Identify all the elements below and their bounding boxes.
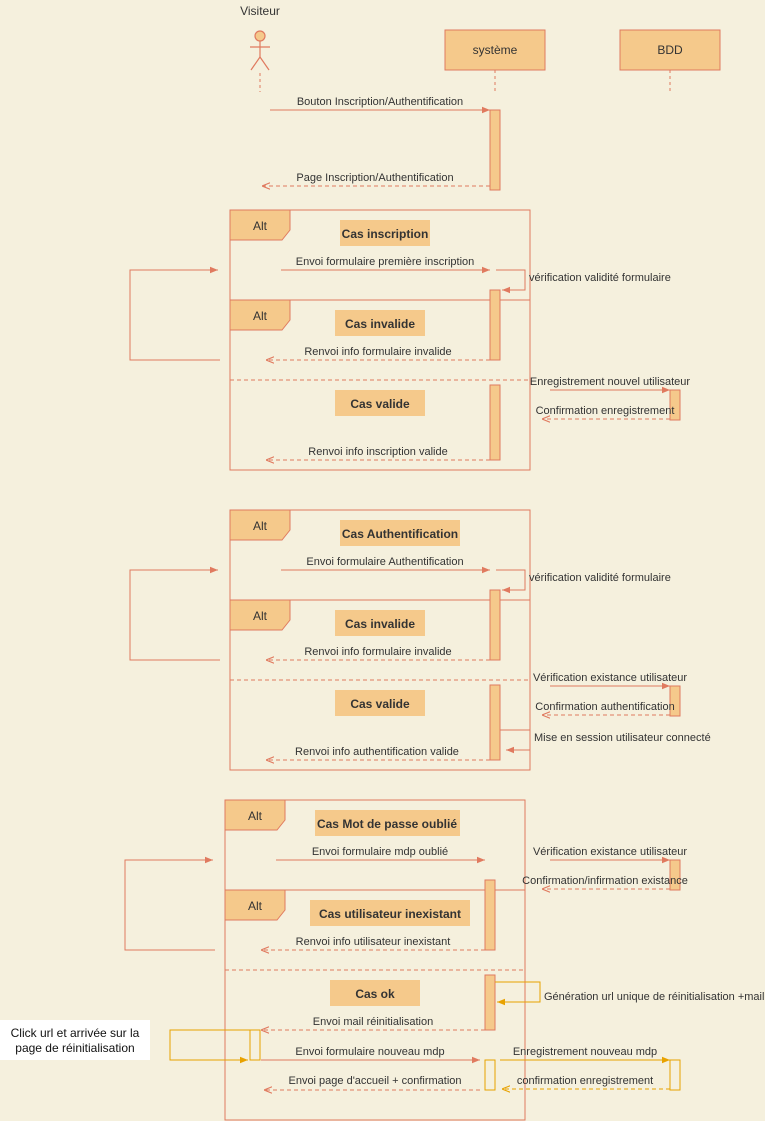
case-title-box: [335, 610, 425, 636]
message-label: Envoi formulaire première inscription: [296, 256, 475, 268]
case-title-box: [335, 390, 425, 416]
self-message-label: vérification validité formulaire: [529, 572, 671, 584]
case-title-box: [335, 310, 425, 336]
section-title-box: [340, 220, 430, 246]
participant-bdd: BDD: [619, 29, 721, 92]
reply-label: Envoi mail réinitialisation: [313, 1016, 433, 1028]
case-title-box: [335, 690, 425, 716]
case-title: Cas valide: [350, 697, 410, 711]
activation-bar: [489, 289, 501, 361]
message-label: Bouton Inscription/Authentification: [297, 96, 463, 108]
message-label: Envoi formulaire mdp oublié: [312, 846, 448, 858]
case-title: Cas invalide: [345, 617, 415, 631]
section-title: Cas Mot de passe oublié: [317, 817, 457, 831]
section-title-box: [340, 520, 460, 546]
activation-bar: [669, 859, 681, 891]
self-message-arrow: [495, 981, 541, 1006]
self-message-arrow: [169, 1029, 250, 1064]
alt-frame-mdp: Alt Cas Mot de passe oublié Envoi formul…: [124, 799, 764, 1121]
self-message-arrow: [496, 269, 526, 294]
case-title: Cas invalide: [345, 317, 415, 331]
message-label: Enregistrement nouvel utilisateur: [530, 376, 691, 388]
self-message-label: Génération url unique de réinitialisatio…: [544, 991, 764, 1003]
case-title: Cas utilisateur inexistant: [319, 907, 461, 921]
alt-label: Alt: [248, 809, 263, 823]
message-label: Envoi formulaire Authentification: [306, 556, 463, 568]
activation-bar: [489, 109, 501, 191]
alt-frame-inscription: Alt Cas inscription Envoi formulaire pre…: [129, 209, 691, 471]
systeme-box: [444, 29, 546, 71]
self-message-arrow: [496, 569, 526, 594]
loop-arrow: [129, 566, 220, 661]
reply-label: Envoi page d'accueil + confirmation: [288, 1075, 461, 1087]
activation-bar: [489, 589, 501, 661]
message-label: Vérification existance utilisateur: [533, 846, 687, 858]
activation-bar: [484, 974, 496, 1031]
reply-label: Renvoi info formulaire invalide: [304, 346, 451, 358]
loop-arrow: [129, 266, 220, 361]
activation-bar: [484, 1059, 496, 1091]
section-title: Cas inscription: [342, 227, 429, 241]
visiteur-label: Visiteur: [240, 4, 280, 18]
alt-frame-authentification: Alt Cas Authentification Envoi formulair…: [129, 509, 711, 771]
section-title: Cas Authentification: [342, 527, 458, 541]
systeme-label: système: [473, 43, 518, 57]
case-title: Cas valide: [350, 397, 410, 411]
case-title-box: [330, 980, 420, 1006]
note-line-2: page de réinitialisation: [15, 1041, 134, 1055]
participant-visiteur: Visiteur: [240, 4, 280, 92]
activation-bar: [249, 1029, 261, 1061]
activation-bar: [669, 389, 681, 421]
loop-arrow: [124, 856, 215, 951]
note-box: [0, 1020, 150, 1060]
self-message-label: Mise en session utilisateur connecté: [534, 732, 711, 744]
message-label: Envoi formulaire nouveau mdp: [295, 1046, 444, 1058]
alt-label: Alt: [253, 309, 268, 323]
section-title-box: [315, 810, 460, 836]
message-label: Enregistrement nouveau mdp: [513, 1046, 657, 1058]
reply-label: Confirmation/infirmation existance: [522, 875, 688, 887]
self-message-arrow: [500, 729, 531, 754]
reply-label: Page Inscription/Authentification: [296, 172, 453, 184]
activation-bar: [489, 384, 501, 461]
actor-icon: [250, 30, 270, 71]
note-click-url: Click url et arrivée sur la page de réin…: [0, 1020, 150, 1060]
activation-bar: [484, 879, 496, 951]
reply-label: Renvoi info authentification valide: [295, 746, 459, 758]
case-title-box: [310, 900, 470, 926]
activation-bar: [489, 684, 501, 761]
message-label: Vérification existance utilisateur: [533, 672, 687, 684]
alt-label: Alt: [253, 609, 268, 623]
reply-label: Renvoi info utilisateur inexistant: [296, 936, 451, 948]
bdd-box: [619, 29, 721, 71]
alt-label: Alt: [253, 519, 268, 533]
reply-label: confirmation enregistrement: [517, 1075, 653, 1087]
bdd-label: BDD: [657, 43, 683, 57]
alt-label: Alt: [248, 899, 263, 913]
activation-bar: [669, 685, 681, 717]
note-line-1: Click url et arrivée sur la: [11, 1026, 140, 1040]
reply-label: Renvoi info inscription valide: [308, 446, 447, 458]
reply-label: Confirmation authentification: [535, 701, 674, 713]
reply-label: Renvoi info formulaire invalide: [304, 646, 451, 658]
alt-label: Alt: [253, 219, 268, 233]
self-message-label: vérification validité formulaire: [529, 272, 671, 284]
reply-label: Confirmation enregistrement: [536, 405, 675, 417]
case-title: Cas ok: [355, 987, 395, 1001]
participant-systeme: système: [444, 29, 546, 92]
activation-bar: [669, 1059, 681, 1091]
